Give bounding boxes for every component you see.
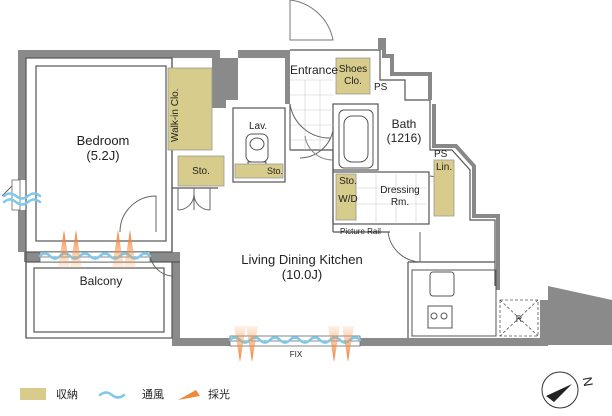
label-ps-top: PS	[374, 82, 388, 93]
label-ldk: Living Dining Kitchen (10.0J)	[241, 252, 363, 283]
legend-label-storage: 収納	[56, 389, 78, 401]
label-refrigerator: R	[515, 314, 523, 324]
label-dressing-room-2: Rm.	[390, 196, 410, 208]
daylight-ray	[328, 326, 340, 362]
label-shoes-closet: Shoes Clo.	[339, 64, 367, 87]
legend-daylight-ray-icon	[178, 390, 200, 400]
daylight-ray	[58, 230, 70, 268]
north-arrow-icon	[541, 371, 579, 409]
label-wd-storage-1: Sto.	[339, 176, 357, 187]
label-ldk-size: (10.0J)	[281, 266, 323, 282]
daylight-ray	[342, 326, 354, 362]
legend-label-daylight: 採光	[208, 389, 230, 401]
lav-storage-area	[234, 163, 284, 179]
legend-item-daylight: 採光	[208, 383, 230, 405]
label-wd-storage-2: W/D	[338, 193, 358, 205]
label-fix-window: FIX	[289, 350, 303, 359]
bathtub	[338, 109, 374, 169]
label-bedroom: Bedroom (5.2J)	[76, 133, 130, 164]
legend-ventilation-wave-icon	[98, 391, 126, 399]
label-ldk-name: Living Dining Kitchen	[241, 252, 363, 267]
label-linen: Lin.	[436, 162, 453, 173]
label-dressing-room-1: Dressing	[380, 185, 420, 196]
daylight-ray	[112, 230, 124, 268]
label-bedroom-name: Bedroom	[76, 133, 130, 148]
walk-in-closet-area	[167, 67, 213, 151]
linen-area	[433, 159, 455, 217]
label-bedroom-storage: Sto.	[192, 166, 210, 177]
bedroom-storage-area	[177, 155, 225, 187]
label-bath: Bath (1216)	[386, 117, 422, 146]
legend-label-ventilation: 通風	[142, 389, 164, 401]
daylight-ray	[246, 326, 258, 362]
label-shoes-closet-1: Shoes	[338, 64, 368, 75]
label-bath-name: Bath	[391, 117, 417, 131]
label-lavatory: Lav.	[249, 121, 268, 132]
label-dressing-room: Dressing Rm.	[380, 185, 419, 208]
label-balcony: Balcony	[79, 274, 123, 288]
label-bedroom-size: (5.2J)	[86, 147, 120, 163]
shoes-closet-area	[335, 57, 371, 95]
wd-storage-area	[335, 173, 357, 221]
label-ps-side: PS	[434, 149, 448, 160]
label-lav-storage: Sto.	[267, 166, 284, 176]
kitchen-counter	[411, 269, 497, 337]
exterior-walls	[18, 50, 612, 346]
label-picture-rail: Picture Rail	[340, 227, 381, 236]
entrance-floor	[290, 79, 333, 150]
legend-item-ventilation: 通風	[142, 383, 164, 405]
refrigerator-space	[499, 299, 539, 337]
label-wd-storage: Sto. W/D	[338, 176, 357, 205]
daylight-ray	[124, 230, 136, 268]
label-walk-in-closet: Walk-in Clo.	[170, 88, 181, 142]
legend-storage-swatch	[20, 388, 46, 400]
storage-areas	[167, 57, 455, 221]
label-bath-size: (1216)	[386, 130, 422, 145]
label-entrance: Entrance	[290, 63, 339, 77]
legend-item-storage: 収納	[56, 383, 78, 405]
label-shoes-closet-2: Clo.	[344, 75, 362, 87]
daylight-indicators	[58, 230, 354, 362]
interior-walls	[25, 38, 500, 339]
daylight-ray	[70, 230, 82, 268]
daylight-ray	[234, 326, 246, 362]
